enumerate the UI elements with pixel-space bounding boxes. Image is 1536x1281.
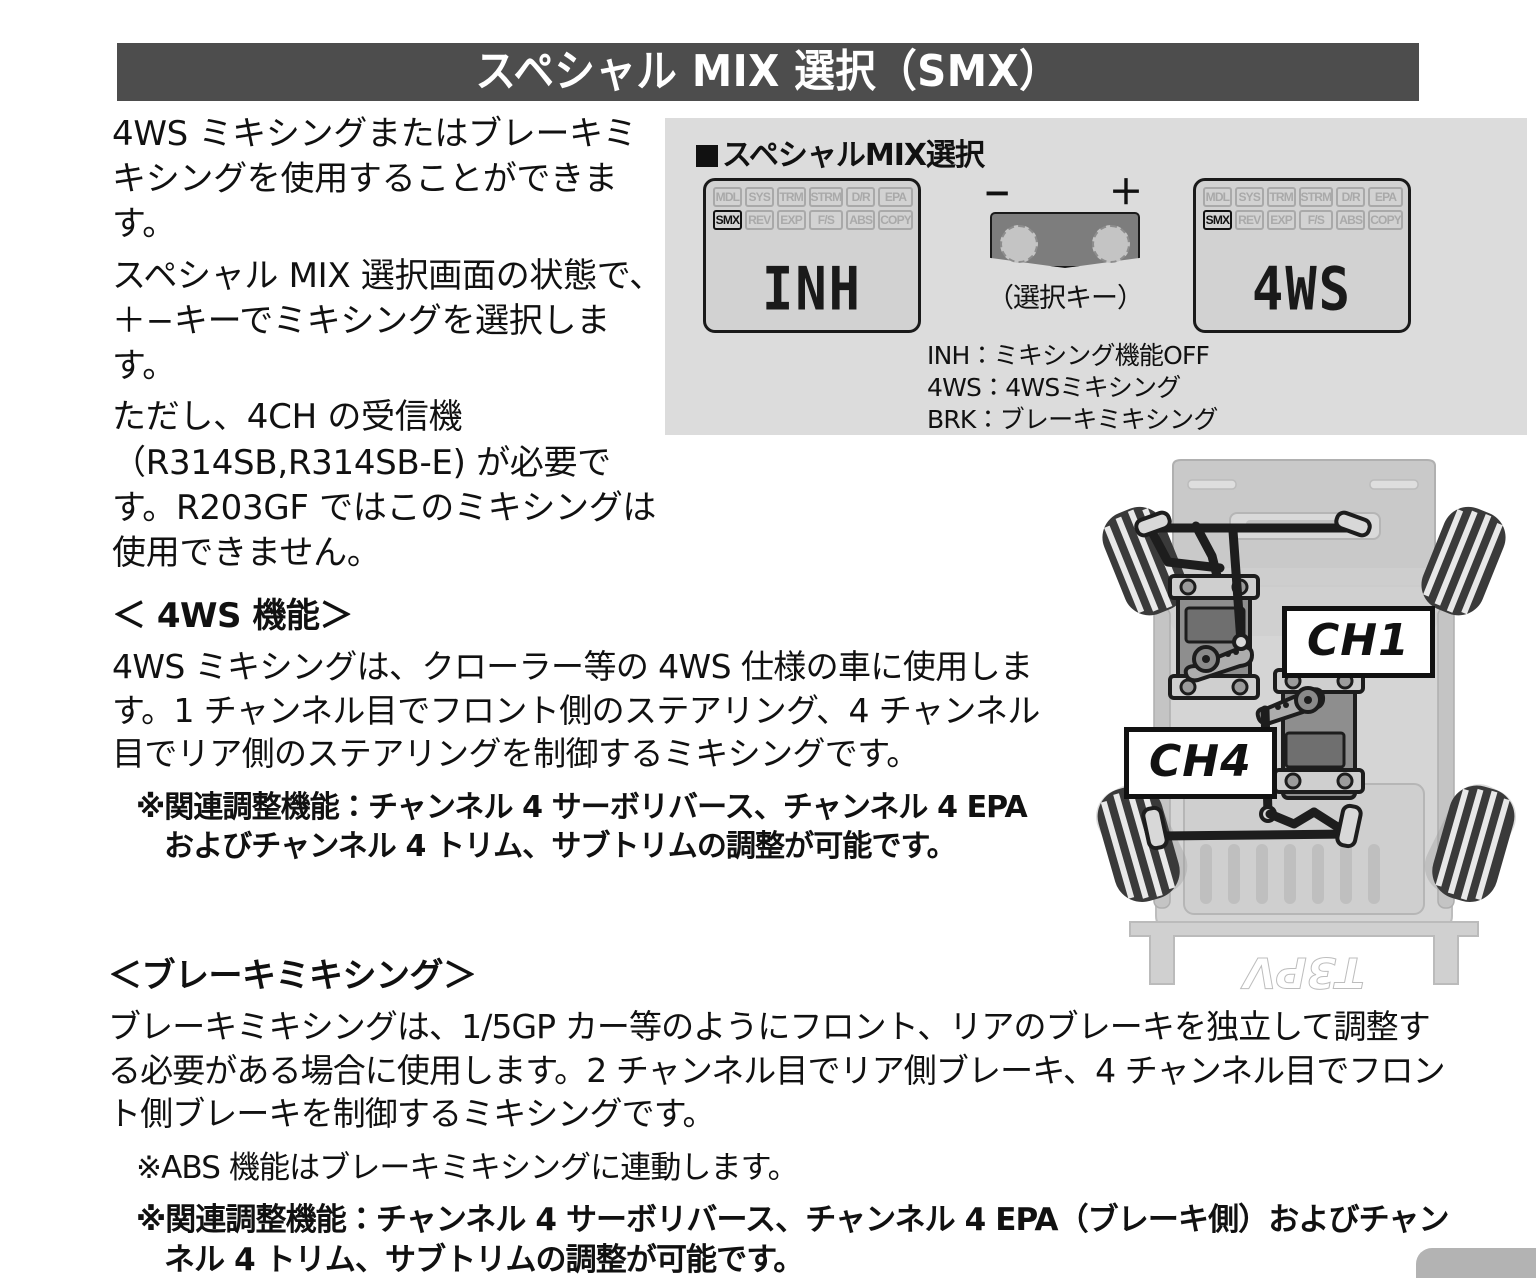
rear-hub-right xyxy=(1335,803,1363,849)
svg-text:T3PV: T3PV xyxy=(1240,948,1365,997)
select-key-rocker[interactable] xyxy=(990,212,1140,268)
lcd-icon-mdl-r: MDL xyxy=(1203,187,1232,207)
select-key-caption: （選択キー） xyxy=(987,283,1144,314)
page-title: スペシャル MIX 選択（SMX） xyxy=(475,46,1061,97)
select-key-signs: − ＋ xyxy=(965,176,1165,210)
lcd-icon-sys-r: SYS xyxy=(1234,187,1264,207)
square-bullet-icon xyxy=(696,145,718,167)
lcd-screen-4ws: MDL SYS TRM STRM D/R EPA SMX REV EXP F/S… xyxy=(1193,178,1411,333)
diagram-heading: スペシャルMIX選択 xyxy=(696,130,985,174)
lcd-icon-strm: STRM xyxy=(808,187,844,207)
lcd-icon-rev-r: REV xyxy=(1234,210,1264,230)
plus-sign-label: ＋ xyxy=(1109,173,1143,213)
lcd-icon-exp: EXP xyxy=(776,210,806,230)
lcd-icon-epa: EPA xyxy=(878,187,913,207)
lcd-icon-smx: SMX xyxy=(713,210,742,230)
diagram-legend: INH：ミキシング機能OFF 4WS：4WSミキシング BRK：ブレーキミキシン… xyxy=(927,340,1218,436)
lcd-value-right: 4WS xyxy=(1252,255,1352,325)
legend-line-inh: INH：ミキシング機能OFF xyxy=(927,341,1210,370)
section-brake-heading: ＜ブレーキミキシング＞ xyxy=(108,956,477,996)
section-4ws-body: 4WS ミキシングは、クローラー等の 4WS 仕様の車に使用します。1 チャンネ… xyxy=(112,647,1040,774)
diagram-panel: スペシャルMIX選択 MDL SYS TRM STRM D/R EPA SMX … xyxy=(665,118,1527,435)
lcd-icon-copy-r: COPY xyxy=(1368,210,1403,230)
section-4ws-heading: ＜ 4WS 機能＞ xyxy=(112,596,353,636)
intro-paragraph-3: ただし、4CH の受信機（R314SB,R314SB-E) が必要です。R203… xyxy=(112,397,657,573)
front-hub-right xyxy=(1334,510,1372,538)
lcd-icon-fs: F/S xyxy=(808,210,844,230)
ch1-pushrod xyxy=(1228,526,1246,647)
section-brake-note-related: ※関連調整機能：チャンネル 4 サーボリバース、チャンネル 4 EPA（ブレーキ… xyxy=(136,1201,1449,1279)
intro-text-column: 4WS ミキシングまたはブレーキミキシングを使用することができます。 スペシャル… xyxy=(112,112,668,582)
lcd-icon-abs: ABS xyxy=(846,210,876,230)
lcd-icon-strm-r: STRM xyxy=(1298,187,1334,207)
chassis-badge: T3PV xyxy=(1239,948,1365,998)
lcd-icon-trm: TRM xyxy=(776,187,806,207)
lcd-icon-sys: SYS xyxy=(744,187,774,207)
page-header-bar: スペシャル MIX 選択（SMX） xyxy=(117,43,1419,101)
lcd-icon-rev: REV xyxy=(744,210,774,230)
servo-ch4 xyxy=(1255,668,1365,800)
plus-key-button[interactable] xyxy=(1092,225,1130,263)
front-steering-linkage xyxy=(1145,521,1355,585)
minus-sign-label: − xyxy=(983,173,1012,213)
rear-left-tyre xyxy=(1095,784,1188,902)
section-4ws: ＜ 4WS 機能＞ 4WS ミキシングは、クローラー等の 4WS 仕様の車に使用… xyxy=(112,588,1047,866)
section-4ws-note: ※関連調整機能：チャンネル 4 サーボリバース、チャンネル 4 EPA およびチ… xyxy=(136,789,1028,864)
lcd-icon-fs-r: F/S xyxy=(1298,210,1334,230)
lcd-icon-epa-r: EPA xyxy=(1368,187,1403,207)
section-brake-note-abs: ※ABS 機能はブレーキミキシングに連動します。 xyxy=(136,1149,799,1186)
callout-ch4: CH4 xyxy=(1124,727,1277,799)
front-right-tyre xyxy=(1421,506,1506,616)
select-key-group: − ＋ （選択キー） xyxy=(965,176,1165,315)
lcd-screen-inh: MDL SYS TRM STRM D/R EPA SMX REV EXP F/S… xyxy=(703,178,921,333)
intro-paragraph-2: スペシャル MIX 選択画面の状態で、＋−キーでミキシングを選択します。 xyxy=(112,255,663,387)
section-brake-body: ブレーキミキシングは、1/5GP カー等のようにフロント、リアのブレーキを独立し… xyxy=(108,1007,1446,1134)
lcd-icon-dr-r: D/R xyxy=(1336,187,1366,207)
lcd-icon-abs-r: ABS xyxy=(1336,210,1366,230)
lcd-icon-exp-r: EXP xyxy=(1266,210,1296,230)
lcd-value-left: INH xyxy=(762,255,862,325)
section-brake-mixing: ＜ブレーキミキシング＞ ブレーキミキシングは、1/5GP カー等のようにフロント… xyxy=(108,948,1458,1281)
lcd-icon-trm-r: TRM xyxy=(1266,187,1296,207)
lcd-icon-mdl: MDL xyxy=(713,187,742,207)
intro-paragraph-1: 4WS ミキシングまたはブレーキミキシングを使用することができます。 xyxy=(112,114,637,245)
rear-hub-left xyxy=(1141,805,1169,851)
rear-right-tyre xyxy=(1424,784,1517,902)
callout-ch1: CH1 xyxy=(1282,606,1435,678)
front-hub-left xyxy=(1134,510,1172,538)
lcd-icon-copy: COPY xyxy=(878,210,913,230)
lcd-icon-grid-right: MDL SYS TRM STRM D/R EPA SMX REV EXP F/S… xyxy=(1203,187,1403,230)
diagram-heading-label: スペシャルMIX選択 xyxy=(722,138,985,173)
legend-line-brk: BRK：ブレーキミキシング xyxy=(927,405,1218,434)
lcd-icon-smx-r: SMX xyxy=(1203,210,1232,230)
legend-line-4ws: 4WS：4WSミキシング xyxy=(927,373,1181,402)
minus-key-button[interactable] xyxy=(1000,225,1038,263)
lcd-icon-dr: D/R xyxy=(846,187,876,207)
page-corner-artifact xyxy=(1416,1248,1536,1278)
lcd-icon-grid-left: MDL SYS TRM STRM D/R EPA SMX REV EXP F/S… xyxy=(713,187,913,230)
